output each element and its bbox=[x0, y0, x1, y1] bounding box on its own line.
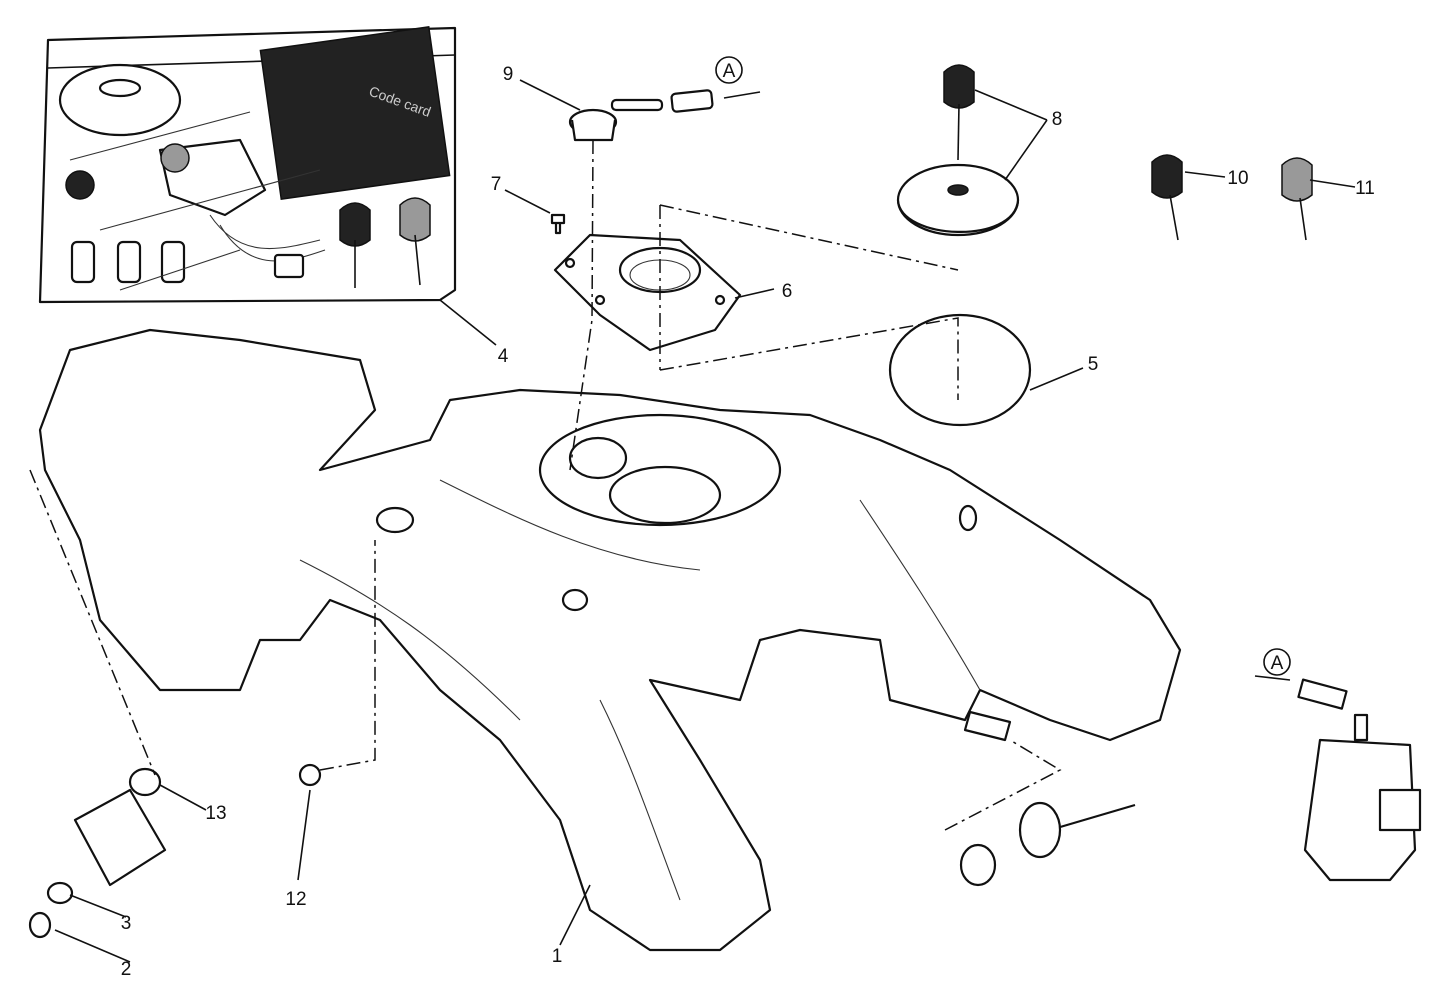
callout-6: 6 bbox=[782, 281, 793, 302]
reference-marker-a-top: A bbox=[715, 56, 743, 84]
callout-7: 7 bbox=[491, 174, 502, 195]
screw bbox=[550, 213, 566, 235]
callout-2: 2 bbox=[121, 959, 132, 980]
inset-key-2 bbox=[399, 197, 431, 242]
callout-13: 13 bbox=[205, 803, 226, 824]
marker-a-text: A bbox=[723, 61, 736, 82]
washer-3 bbox=[46, 881, 74, 905]
inset-key-1 bbox=[339, 202, 371, 247]
callout-4: 4 bbox=[498, 346, 509, 367]
key-8 bbox=[943, 64, 975, 109]
callout-11: 11 bbox=[1355, 178, 1375, 199]
key-10 bbox=[1151, 154, 1183, 199]
inset-lock-barrel bbox=[65, 170, 95, 200]
washer bbox=[1018, 801, 1062, 859]
callout-5: 5 bbox=[1088, 354, 1099, 375]
screw-2 bbox=[28, 911, 52, 939]
code-card: Code card bbox=[259, 26, 451, 200]
filler-cap bbox=[896, 163, 1020, 237]
rubber-damper bbox=[959, 843, 997, 887]
fuel-tank bbox=[38, 328, 1182, 952]
callout-10: 10 bbox=[1227, 168, 1248, 189]
breather-valve bbox=[568, 89, 714, 142]
evap-canister bbox=[1297, 678, 1422, 882]
inset-filler-cap bbox=[58, 63, 182, 137]
reference-marker-a-right: A bbox=[1263, 648, 1291, 676]
callout-9: 9 bbox=[503, 64, 514, 85]
callout-3: 3 bbox=[121, 913, 132, 934]
callout-8: 8 bbox=[1052, 109, 1063, 130]
ignition-lock-kit-inset: Code card bbox=[38, 26, 457, 304]
washer-13 bbox=[128, 767, 162, 797]
key-11 bbox=[1281, 157, 1313, 202]
screw-12 bbox=[298, 763, 322, 787]
marker-a-text: A bbox=[1271, 653, 1284, 674]
gasket bbox=[888, 313, 1032, 427]
callout-12: 12 bbox=[285, 889, 306, 910]
rubber-pad bbox=[73, 788, 167, 887]
filler-flange bbox=[553, 233, 742, 352]
callout-1: 1 bbox=[552, 946, 563, 967]
